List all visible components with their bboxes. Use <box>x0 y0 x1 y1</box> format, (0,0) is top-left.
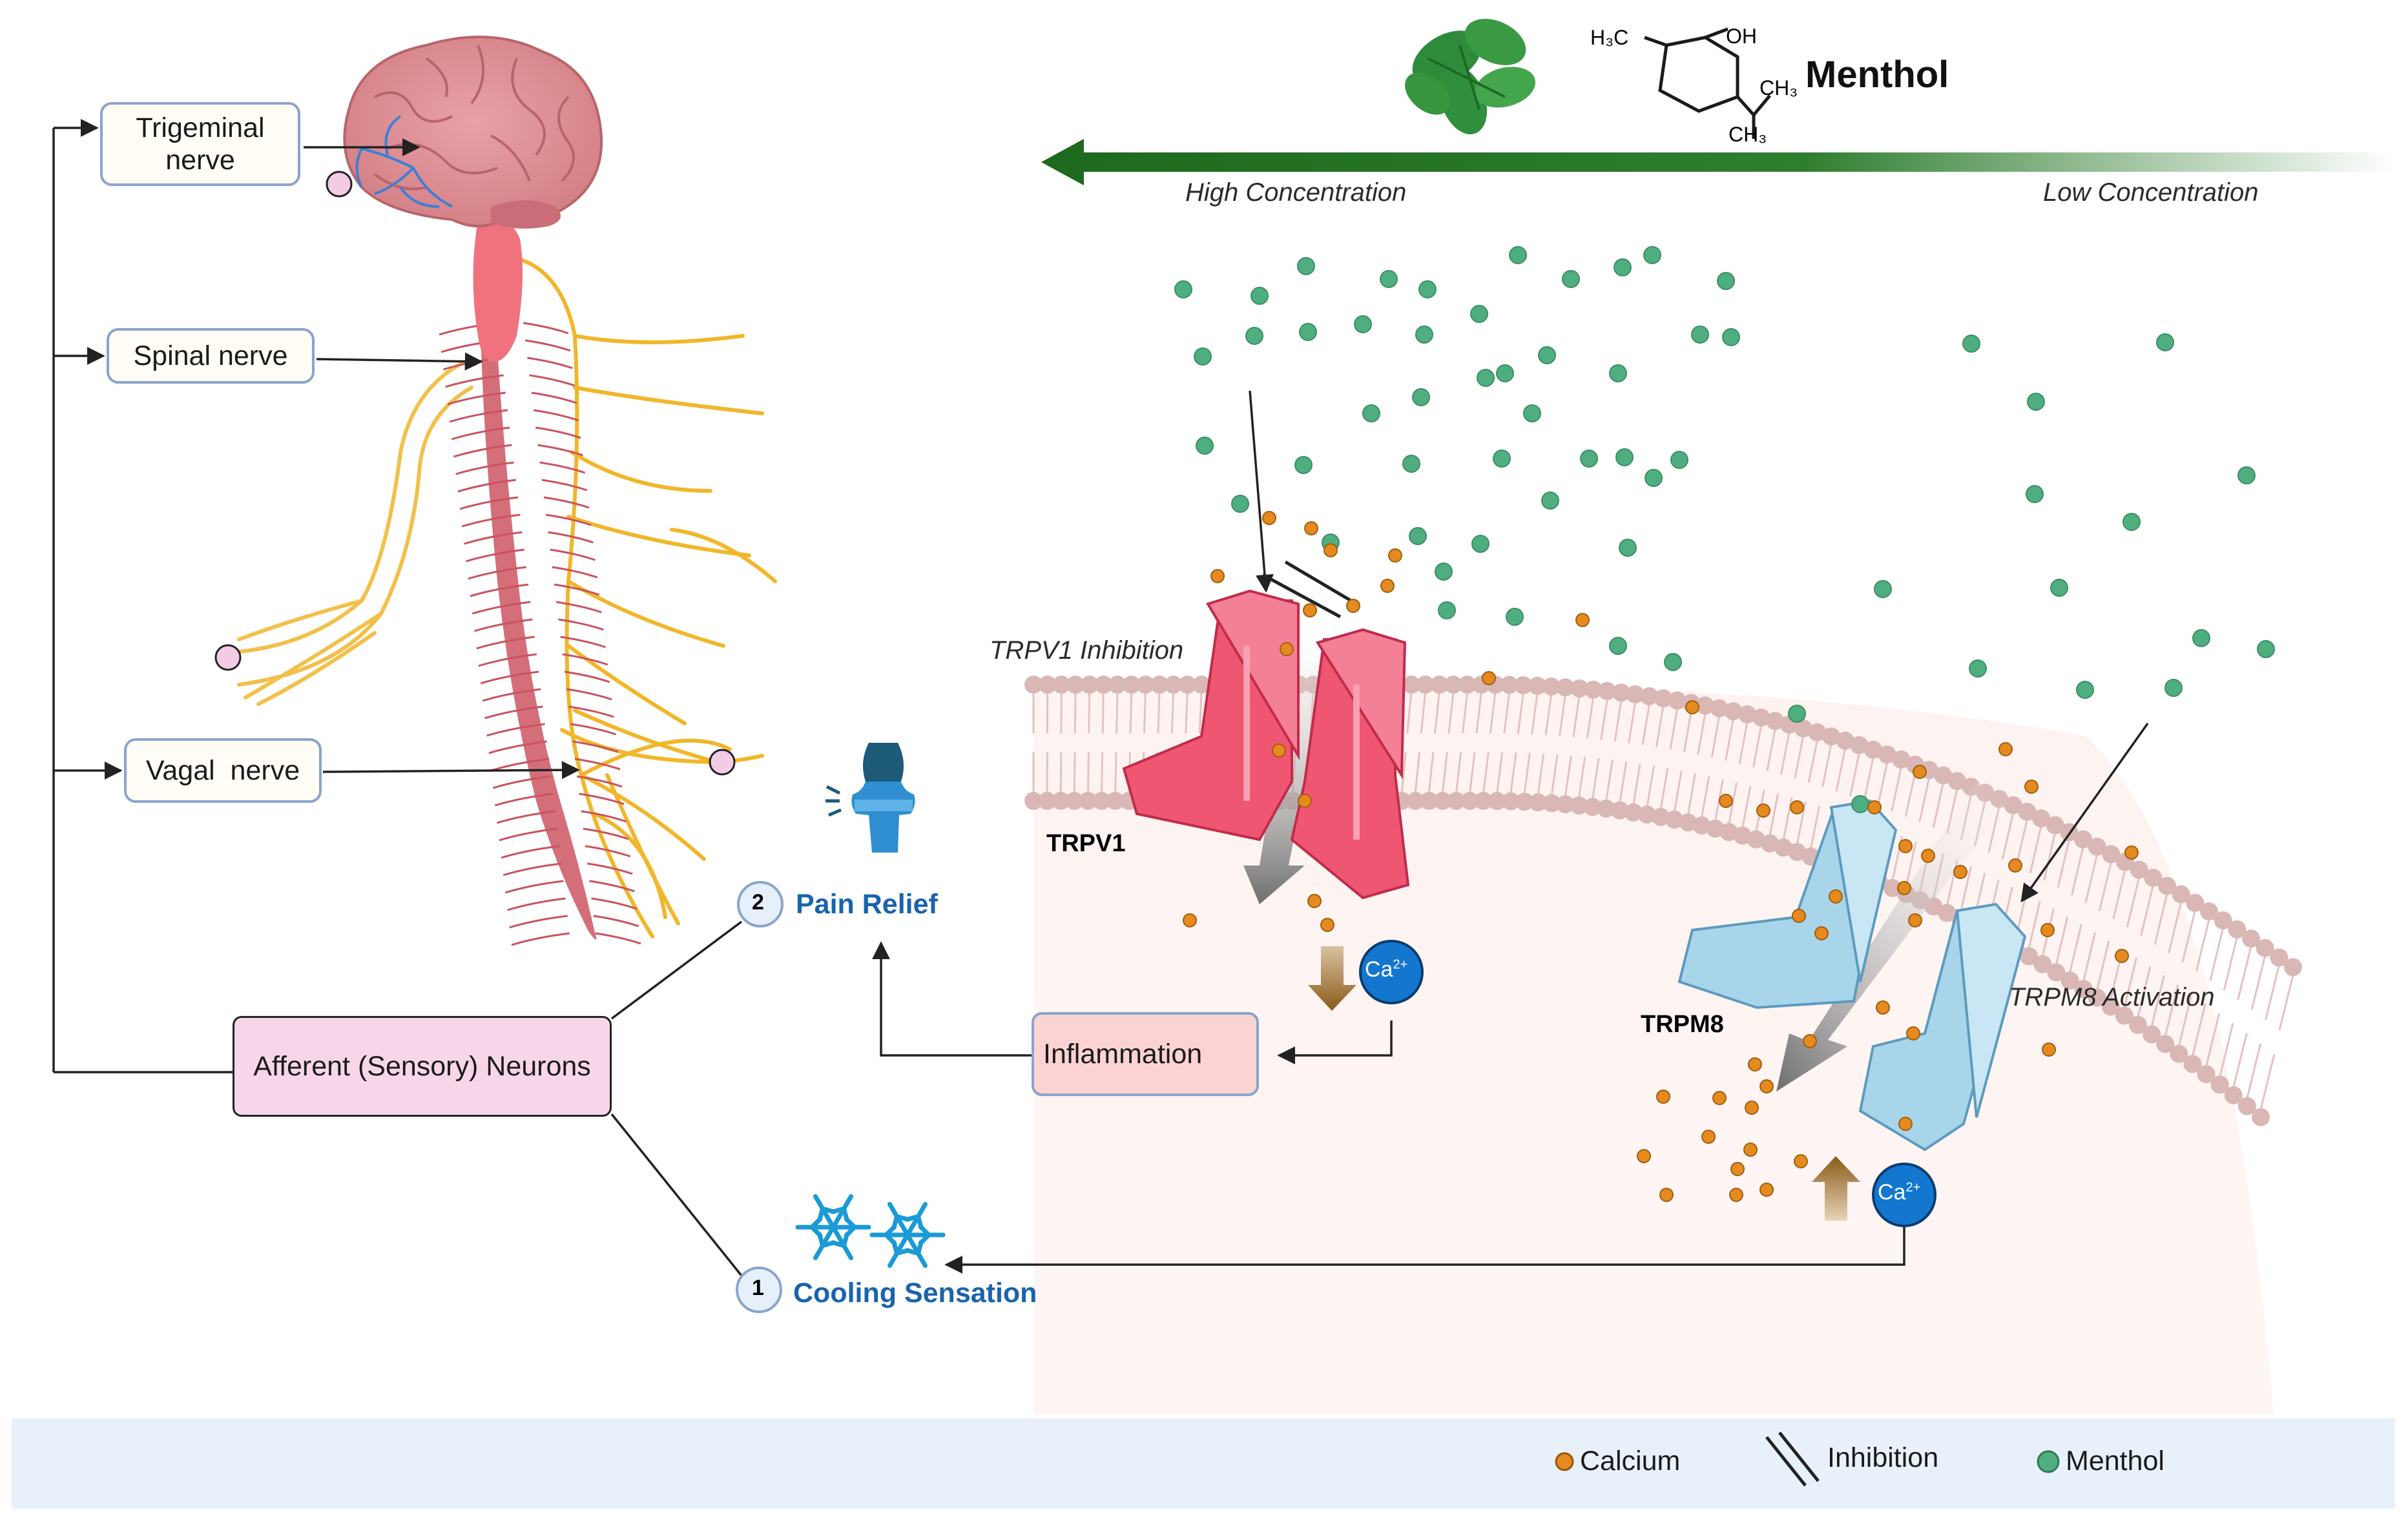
concentration-gradient-arrow <box>1041 139 2396 185</box>
trpv1-label: TRPV1 <box>1046 830 1126 857</box>
spinal-nerve-label: Spinal nerve <box>133 340 288 371</box>
signal-arrows <box>872 941 1905 1274</box>
calcium-increase-arrow <box>1812 1156 1860 1221</box>
inflammation-box: Inflammation <box>1032 1012 1259 1096</box>
pain-relief-label: Pain Relief <box>796 889 938 920</box>
menthol-h3c-label: H₃C <box>1590 26 1629 49</box>
cooling-sensation-label: Cooling Sensation <box>793 1278 1037 1309</box>
trpm8-label: TRPM8 <box>1641 1011 1724 1038</box>
trigeminal-nerve-label: Trigeminal nerve <box>136 112 265 176</box>
step-1-number: 1 <box>752 1276 764 1300</box>
nerve-connector-lines <box>52 119 743 1277</box>
calcium-ion-icon-trpm8 <box>1872 1163 1936 1227</box>
menthol-to-trpv1-arrow <box>1249 390 1274 593</box>
step-2-number: 2 <box>752 890 764 915</box>
legend-menthol-label: Menthol <box>2066 1445 2164 1476</box>
low-concentration-label: Low Concentration <box>2043 178 2259 207</box>
high-concentration-label: High Concentration <box>1185 178 1407 207</box>
knee-joint-icon <box>825 743 915 853</box>
calcium-ion-label-trpm8: Ca2+ <box>1878 1180 1920 1205</box>
calcium-ion-icon <box>1359 940 1424 1004</box>
afferent-neurons-label: Afferent (Sensory) Neurons <box>253 1050 591 1082</box>
vagal-nerve-label: Vagal nerve <box>145 755 300 786</box>
trpm8-flux-arrow <box>1776 775 2019 1092</box>
calcium-ion-label: Ca2+ <box>1365 957 1407 982</box>
menthol-to-trpm8-arrow <box>2020 722 2149 903</box>
step-2-circle <box>737 881 784 927</box>
menthol-title: Menthol <box>1805 54 1949 96</box>
legend-band <box>12 1418 2395 1509</box>
menthol-oh-label: OH <box>1726 25 1757 48</box>
calcium-ion-base-trpm8: Ca <box>1878 1180 1906 1205</box>
trpm8-activation-label: TRPM8 Activation <box>2009 983 2215 1011</box>
step-1-circle <box>736 1267 782 1313</box>
trpv1-channel <box>1122 589 1410 900</box>
calcium-ion-base: Ca <box>1365 957 1393 982</box>
calcium-decrease-arrow <box>1308 946 1356 1011</box>
brain-icon <box>343 36 603 229</box>
trpv1-inhibition-mark <box>1261 560 1358 619</box>
trigeminal-nerve-box: Trigeminal nerve <box>100 102 300 186</box>
mint-leaves-icon <box>1405 19 1536 134</box>
afferent-neurons-box: Afferent (Sensory) Neurons <box>233 1016 612 1117</box>
legend-calcium-label: Calcium <box>1580 1445 1681 1476</box>
trpm8-channel <box>1677 799 2027 1152</box>
nervous-system-illustration <box>214 36 777 946</box>
legend-menthol-dot <box>2037 1450 2060 1473</box>
menthol-ch3-bottom-label: CH₃ <box>1728 123 1767 146</box>
inflammation-label: Inflammation <box>1043 1038 1203 1070</box>
spinal-nerve-box: Spinal nerve <box>107 328 315 384</box>
legend-calcium-dot <box>1555 1452 1574 1471</box>
legend-inhibition-symbol <box>1765 1431 1820 1487</box>
snowflake-icon <box>795 1194 946 1269</box>
calcium-ion-charge-trpm8: 2+ <box>1905 1180 1921 1195</box>
menthol-structure-icon <box>1644 27 1771 139</box>
trpv1-inhibition-label: TRPV1 Inhibition <box>990 636 1184 665</box>
particle-field <box>1174 246 2275 1202</box>
legend-inhibition-label: Inhibition <box>1827 1442 1939 1473</box>
calcium-ion-charge: 2+ <box>1393 957 1408 972</box>
vagal-nerve-box: Vagal nerve <box>124 738 322 803</box>
menthol-ch3-right-label: CH₃ <box>1759 76 1798 99</box>
